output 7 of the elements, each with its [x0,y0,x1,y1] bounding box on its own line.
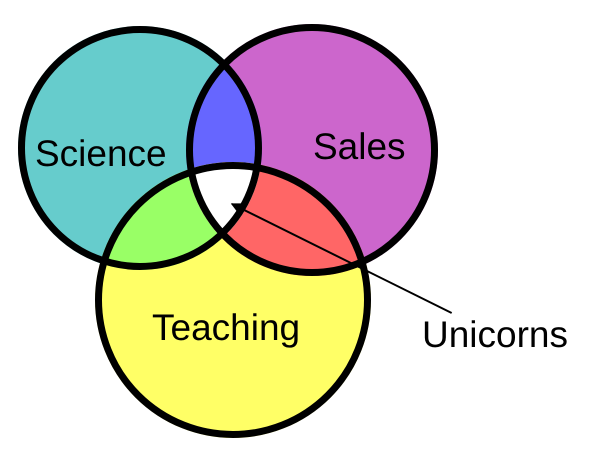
set-label: Sales [313,128,406,165]
set-label: Teaching [152,309,300,346]
set-label: Unicorns [422,316,568,353]
leader-line [230,203,452,314]
set-circle [186,24,438,276]
set-label: Science [35,135,167,172]
set-circle [18,26,262,270]
